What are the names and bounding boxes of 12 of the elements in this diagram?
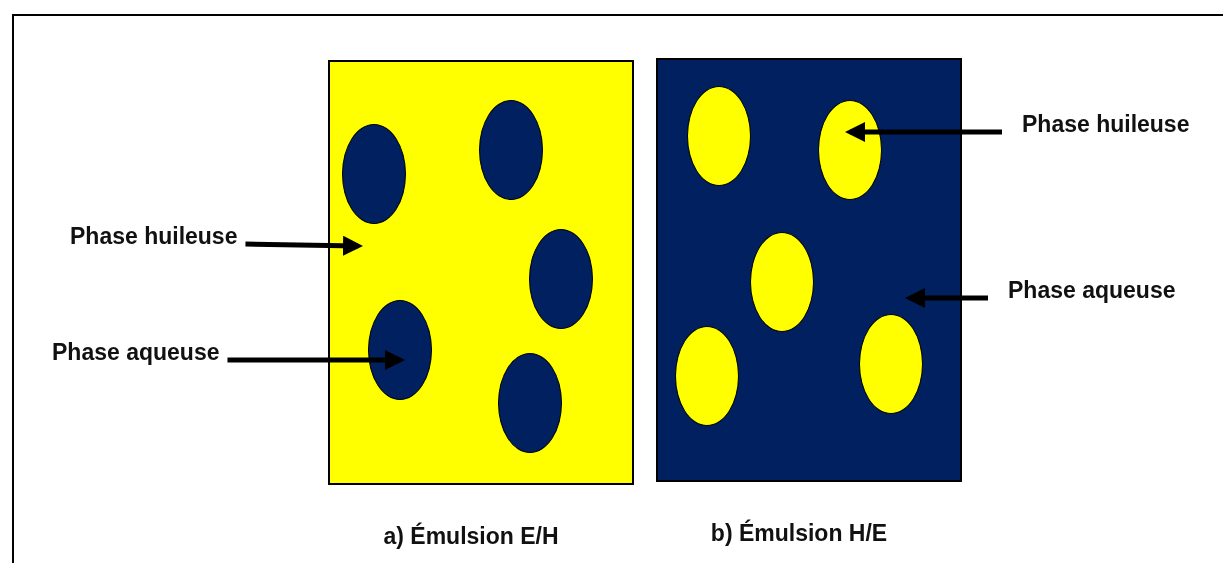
panel-label: a) Émulsion E/H <box>383 523 559 550</box>
leader-arrow <box>245 235 363 256</box>
emulsion-panel <box>656 58 962 482</box>
leader-arrow <box>905 288 988 308</box>
label-text: Phase aqueuse <box>1008 276 1176 304</box>
label-text: Phase huileuse <box>1022 110 1190 138</box>
leader-arrow <box>227 350 405 370</box>
label-text: Phase aqueuse <box>52 338 220 366</box>
leader-arrow <box>845 122 1002 142</box>
emulsion-panel <box>328 60 634 485</box>
panel-label: b) Émulsion H/E <box>710 520 888 547</box>
label-text: Phase huileuse <box>70 222 238 250</box>
